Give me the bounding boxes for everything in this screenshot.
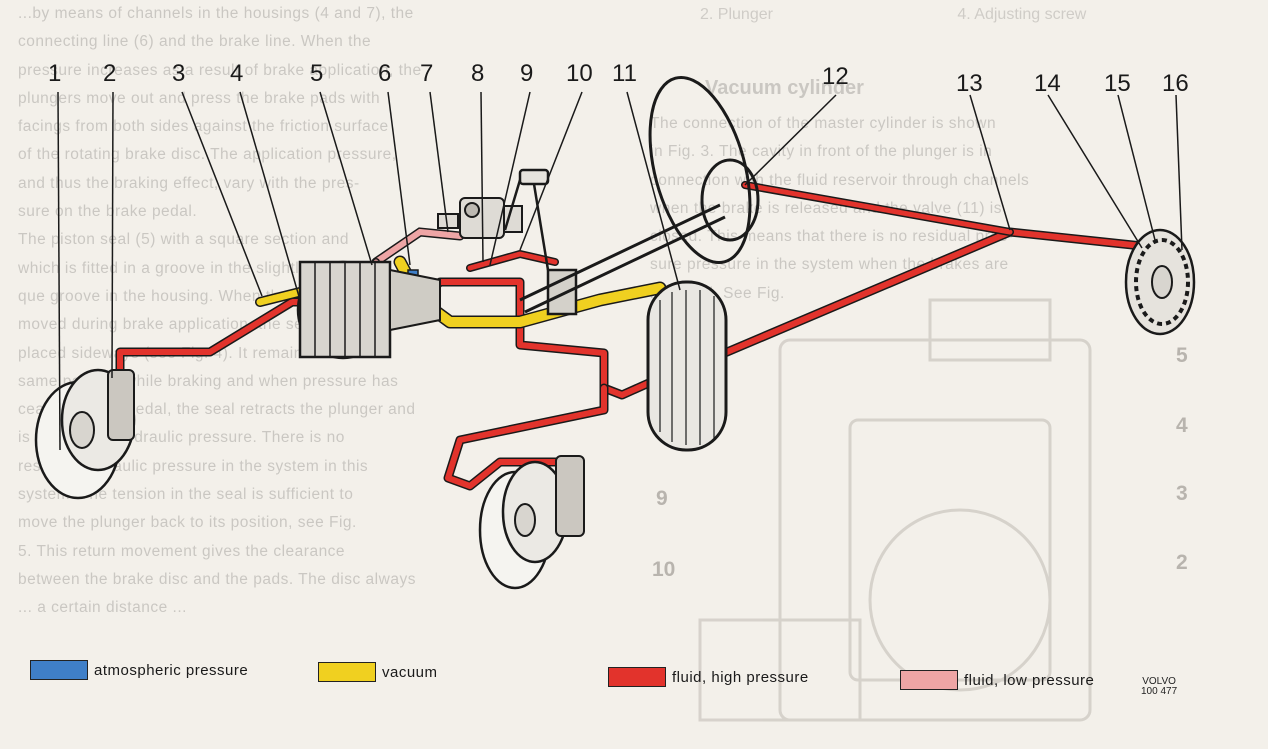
side-number: 5 [1176,344,1188,367]
callout-15: 15 [1104,70,1131,97]
callout-6: 6 [378,60,392,87]
callout-3: 3 [172,60,186,87]
front-brake-disc-right [478,455,585,590]
callout-12: 12 [822,63,849,90]
brand-mark: VOLVO 100 477 [1141,677,1177,697]
vacuum-booster [296,260,441,360]
legend-low-pressure: fluid, low pressure [900,670,1094,690]
front-brake-disc-left [34,368,136,500]
ghost-engine-shapes [698,298,1092,722]
legend-high-pressure: fluid, high pressure [608,667,809,687]
legend-label: atmospheric pressure [94,661,249,679]
side-number: 4 [1176,414,1188,437]
callout-13: 13 [956,70,983,97]
callout-2: 2 [103,60,117,87]
legend-atmospheric: atmospheric pressure [30,660,248,680]
legend-swatch [900,670,958,690]
legend-label: fluid, high pressure [672,668,809,686]
callout-16: 16 [1162,70,1189,97]
legend-swatch [30,660,88,680]
brand-mark-line1: VOLVO [1142,676,1176,687]
fluid-reservoir [646,280,728,452]
callout-14: 14 [1034,70,1061,97]
legend-vacuum: vacuum [318,662,438,682]
legend-label: fluid, low pressure [964,671,1095,689]
rear-drum-brake [1124,228,1196,336]
brand-mark-line2: 100 477 [1141,686,1178,697]
side-number: 2 [1176,551,1188,574]
callout-8: 8 [471,60,485,87]
brake-pedal [503,168,578,316]
callout-4: 4 [230,60,244,87]
legend-swatch [608,667,666,687]
callout-10: 10 [566,60,593,87]
callout-leaders [57,91,1183,451]
callout-7: 7 [420,60,434,87]
section-title: Vacuum cylinder [705,77,864,99]
legend-label: vacuum [382,663,438,681]
callout-11: 11 [612,60,637,87]
side-number: 3 [1176,482,1188,505]
high-pressure-lines [115,181,1147,491]
side-number: 10 [652,558,676,581]
callout-5: 5 [310,60,324,87]
steering-wheel [519,76,760,314]
side-number: 9 [656,487,668,510]
callout-9: 9 [520,60,534,87]
legend-swatch [318,662,376,682]
callout-1: 1 [48,60,62,87]
